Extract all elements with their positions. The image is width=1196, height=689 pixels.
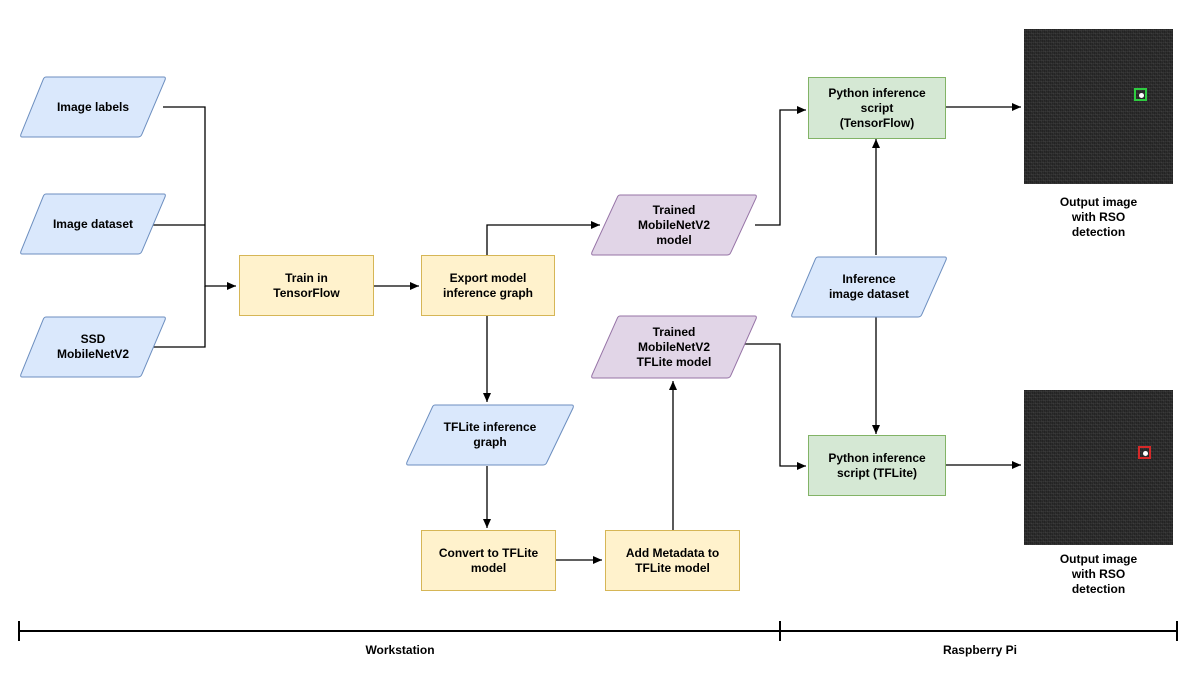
node-tflite-graph-text: TFLite inference graph [443, 420, 537, 449]
parallelogram-shape [591, 194, 757, 256]
output-caption-top: Output image with RSO detection [1059, 195, 1138, 239]
input-image-dataset-text: Image dataset [52, 216, 134, 231]
edge-trained-to-pytf [755, 106, 806, 226]
node-trained-tflite-text: Trained MobileNetV2 TFLite model [636, 324, 712, 369]
process-convert: Convert to TFLite model [421, 530, 556, 591]
node-inference-dataset: Inference image dataset [790, 256, 948, 318]
rso-dot [1139, 93, 1144, 98]
edge-labels-to-train [163, 106, 236, 290]
input-image-dataset: Image dataset [20, 193, 166, 255]
scale-bar [18, 621, 1178, 641]
detection-box-tensorflow [1134, 88, 1147, 101]
edge-ssd-to-train [150, 286, 206, 348]
edge-export-to-trained [486, 221, 600, 256]
edge-trainedtflite-to-pytflite [741, 343, 806, 470]
node-inference-dataset-text: Inference image dataset [828, 272, 910, 301]
output-caption-bottom: Output image with RSO detection [1059, 552, 1138, 596]
node-trained-tflite: Trained MobileNetV2 TFLite model [590, 315, 758, 379]
process-add-metadata: Add Metadata to TFLite model [605, 530, 740, 591]
output-image-tflite [1024, 390, 1173, 545]
node-tflite-graph: TFLite inference graph [405, 404, 575, 466]
input-image-labels-text: Image labels [56, 99, 130, 114]
parallelogram-shape [591, 315, 757, 379]
parallelogram-shape [791, 256, 947, 318]
scale-label-raspberry-pi: Raspberry Pi [942, 643, 1018, 657]
parallelogram-shape [20, 193, 166, 255]
scale-label-workstation: Workstation [365, 643, 435, 657]
input-image-labels: Image labels [20, 76, 166, 138]
detection-box-tflite [1138, 446, 1151, 459]
parallelogram-shape [20, 76, 166, 138]
script-tensorflow: Python inference script (TensorFlow) [808, 77, 946, 139]
input-ssd-mobilenet: SSD MobileNetV2 [20, 316, 166, 378]
rso-dot [1143, 451, 1148, 456]
image-noise [1024, 390, 1173, 545]
node-trained-model-text: Trained MobileNetV2 model [637, 202, 710, 247]
input-ssd-mobilenet-text: SSD MobileNetV2 [56, 332, 129, 361]
process-export: Export model inference graph [421, 255, 555, 316]
script-tflite: Python inference script (TFLite) [808, 435, 946, 496]
process-train: Train in TensorFlow [239, 255, 374, 316]
output-image-tensorflow [1024, 29, 1173, 184]
node-trained-model: Trained MobileNetV2 model [590, 194, 758, 256]
image-noise [1024, 29, 1173, 184]
parallelogram-shape [20, 316, 166, 378]
parallelogram-shape [406, 404, 574, 466]
